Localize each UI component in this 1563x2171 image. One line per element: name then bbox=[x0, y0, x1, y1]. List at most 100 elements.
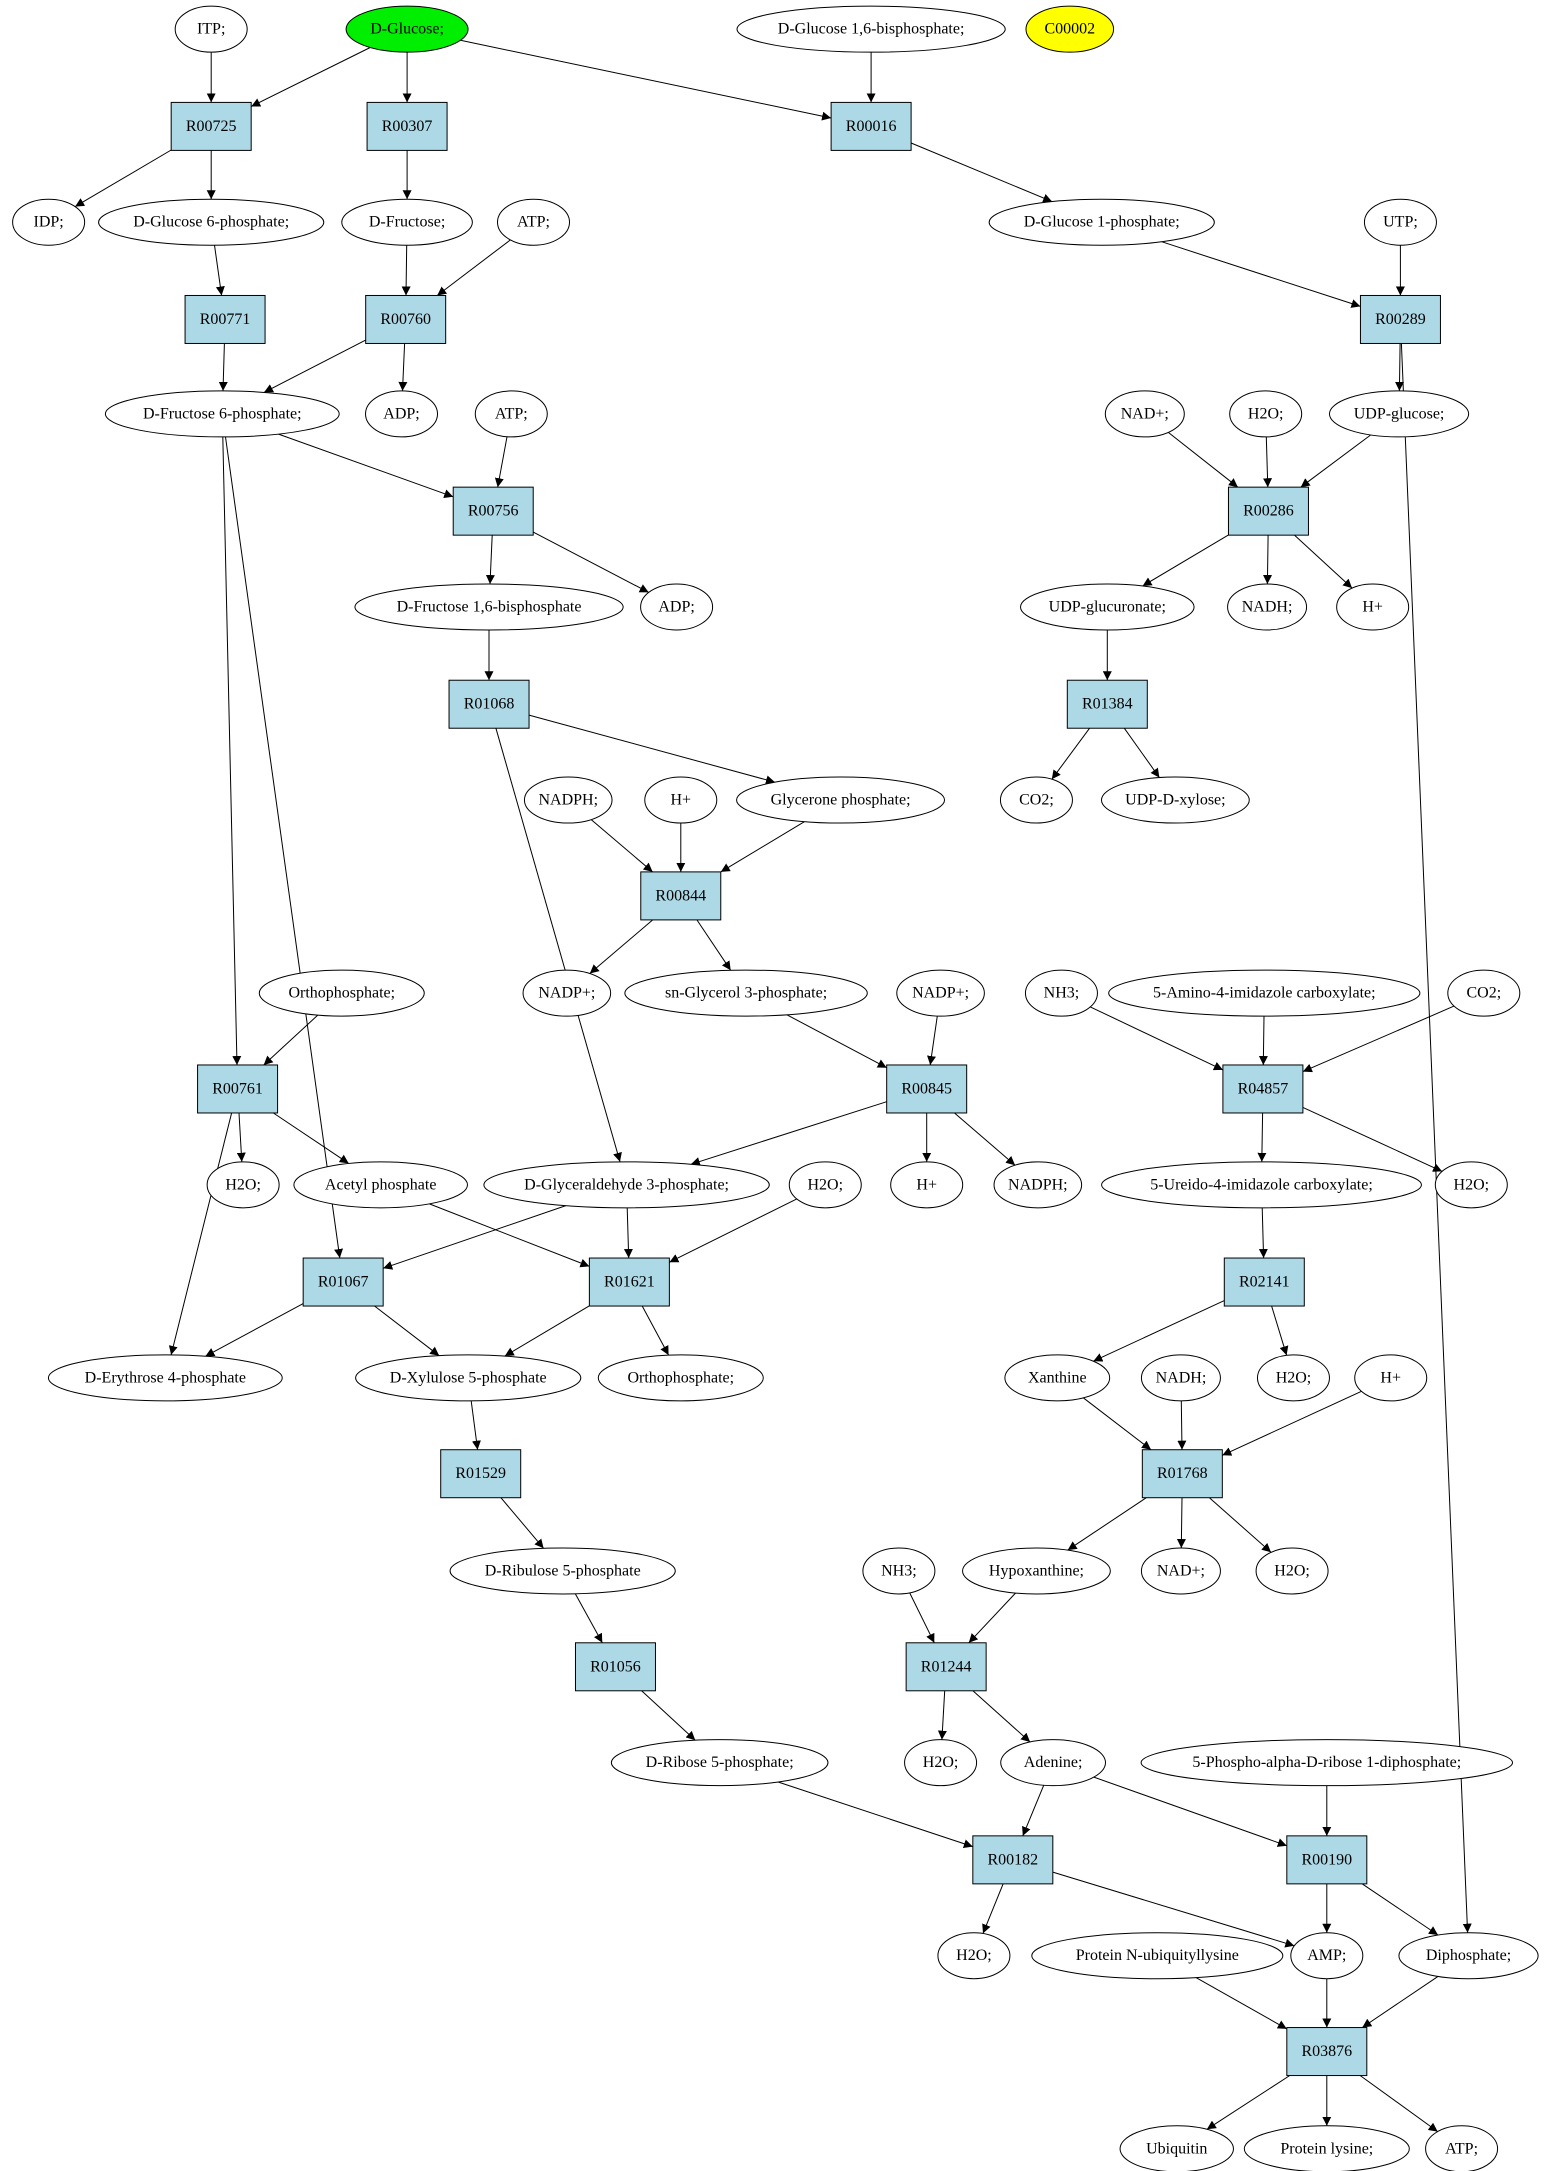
compound-orthop1-shape bbox=[258, 969, 425, 1017]
compound-dx5p-label: D-Xylulose 5-phosphate bbox=[390, 1369, 547, 1386]
compound-udpglucose-node: UDP-glucose; bbox=[1328, 390, 1470, 438]
compound-co2-2-node: CO2; bbox=[1447, 969, 1521, 1017]
compound-nh3-2-label: NH3; bbox=[881, 1562, 917, 1579]
compound-h2o5-shape bbox=[1256, 1354, 1330, 1402]
reaction-r00760-shape bbox=[365, 294, 447, 344]
compound-prpp-label: 5-Phospho-alpha-D-ribose 1-diphosphate; bbox=[1192, 1754, 1461, 1771]
compound-df16bp-shape bbox=[354, 583, 624, 631]
compound-dg16bp-shape bbox=[736, 5, 1006, 53]
compound-nadh1-shape bbox=[1227, 583, 1308, 631]
edge-R00760-to-df6p bbox=[263, 339, 366, 393]
edge-protnubl-to-R03876 bbox=[1195, 1977, 1288, 2030]
compound-atp3-shape bbox=[1425, 2125, 1499, 2171]
compound-orthop1-node: Orthophosphate; bbox=[258, 969, 425, 1017]
compound-ubiquitin-label: Ubiquitin bbox=[1146, 2140, 1207, 2157]
compound-amp-shape bbox=[1290, 1932, 1364, 1980]
compound-hypoxanthine-shape bbox=[962, 1547, 1111, 1595]
compound-acetylp-label: Acetyl phosphate bbox=[325, 1176, 437, 1193]
compound-nadph1-node: NADPH; bbox=[523, 776, 613, 824]
reaction-r01067-node: R01067 bbox=[302, 1257, 384, 1307]
compound-h2o8-label: H2O; bbox=[956, 1947, 992, 1964]
compound-h2o3-node: H2O; bbox=[788, 1161, 862, 1209]
compound-nadh2-node: NADH; bbox=[1140, 1354, 1221, 1402]
compound-adenine-node: Adenine; bbox=[1000, 1739, 1107, 1787]
reaction-r00289-node: R00289 bbox=[1359, 294, 1441, 344]
edge-R00182-to-amp bbox=[1052, 1871, 1295, 1948]
compound-h2o3-shape bbox=[788, 1161, 862, 1209]
reaction-r00289-shape bbox=[1359, 294, 1441, 344]
compound-df16bp-label: D-Fructose 1,6-bisphosphate bbox=[397, 598, 582, 615]
edge-R00760-to-adp1 bbox=[398, 343, 408, 391]
compound-h2o8-shape bbox=[937, 1932, 1011, 1980]
edge-xanthine-to-R01768 bbox=[1082, 1397, 1152, 1451]
compound-h2o5-node: H2O; bbox=[1256, 1354, 1330, 1402]
edge-R04857-to-uica bbox=[1257, 1112, 1267, 1162]
reaction-r00761-label: R00761 bbox=[212, 1080, 263, 1097]
compound-nh3-2-shape bbox=[862, 1547, 936, 1595]
compound-diphosphate-label: Diphosphate; bbox=[1426, 1947, 1511, 1964]
edge-R01384-to-co2_1 bbox=[1051, 727, 1091, 780]
edge-R01244-to-adenine bbox=[972, 1690, 1031, 1743]
compound-aica-node: 5-Amino-4-imidazole carboxylate; bbox=[1108, 969, 1421, 1017]
compound-h2o8-node: H2O; bbox=[937, 1932, 1011, 1980]
compound-hypoxanthine-node: Hypoxanthine; bbox=[962, 1547, 1111, 1595]
compound-glyceronep-shape bbox=[736, 776, 946, 824]
reaction-r01067-label: R01067 bbox=[318, 1274, 369, 1291]
reaction-r03876-label: R03876 bbox=[1301, 2043, 1352, 2060]
compound-co2-1-shape bbox=[999, 776, 1073, 824]
compound-hplus3-label: H+ bbox=[916, 1176, 937, 1193]
edge-nadph1-to-R00844 bbox=[590, 819, 653, 873]
edge-R01068-to-glyceronep bbox=[528, 714, 776, 785]
compound-h2o7-shape bbox=[904, 1739, 978, 1787]
reaction-r01067-shape bbox=[302, 1257, 384, 1307]
edge-dfructose-to-R00760 bbox=[401, 245, 411, 296]
compound-prpp-node: 5-Phospho-alpha-D-ribose 1-diphosphate; bbox=[1140, 1739, 1514, 1787]
compound-utp-shape bbox=[1363, 198, 1437, 246]
compound-nadp-plus1-node: NAD+; bbox=[1104, 390, 1185, 438]
reaction-r01244-shape bbox=[905, 1642, 987, 1692]
compound-h2o2-shape bbox=[206, 1161, 280, 1209]
compound-dru5p-node: D-Ribulose 5-phosphate bbox=[449, 1547, 676, 1595]
compound-nadh2-shape bbox=[1140, 1354, 1221, 1402]
compound-hplus2-node: H+ bbox=[644, 776, 718, 824]
compound-protnubl-label: Protein N-ubiquityllysine bbox=[1076, 1947, 1239, 1964]
compound-nadh1-label: NADH; bbox=[1242, 598, 1293, 615]
edge-R01768-to-h2o6 bbox=[1209, 1497, 1272, 1553]
reaction-r01068-node: R01068 bbox=[448, 679, 530, 729]
edge-acetylp-to-R01621 bbox=[429, 1203, 590, 1268]
compound-hplus2-label: H+ bbox=[670, 792, 691, 809]
compound-diphosphate-shape bbox=[1398, 1932, 1539, 1980]
compound-adp2-node: ADP; bbox=[640, 583, 714, 631]
reaction-r00182-node: R00182 bbox=[972, 1835, 1054, 1885]
compound-nadpplus2-shape bbox=[896, 969, 985, 1017]
edge-R01068-to-dgap bbox=[495, 728, 622, 1162]
compound-co2-2-label: CO2; bbox=[1466, 985, 1501, 1002]
compound-diphosphate-node: Diphosphate; bbox=[1398, 1932, 1539, 1980]
compound-udpglucuronate-node: UDP-glucuronate; bbox=[1019, 583, 1195, 631]
reaction-r00760-node: R00760 bbox=[365, 294, 447, 344]
reaction-r00190-node: R00190 bbox=[1286, 1835, 1368, 1885]
reaction-r01244-label: R01244 bbox=[921, 1658, 972, 1675]
compound-dglucose-shape bbox=[345, 5, 469, 53]
compound-hplus3-shape bbox=[890, 1161, 964, 1209]
reaction-r01244-node: R01244 bbox=[905, 1642, 987, 1692]
compound-adenine-label: Adenine; bbox=[1024, 1754, 1083, 1771]
edge-co2_2-to-R04857 bbox=[1302, 1005, 1455, 1073]
reaction-r00286-label: R00286 bbox=[1243, 503, 1294, 520]
compound-nadpplus1-shape bbox=[522, 969, 612, 1017]
edge-R00182-to-h2o8 bbox=[982, 1883, 1004, 1934]
compound-hplus4-node: H+ bbox=[1354, 1354, 1428, 1402]
compound-atp1-node: ATP; bbox=[497, 198, 571, 246]
compound-idp-shape bbox=[12, 198, 86, 246]
reaction-r01384-node: R01384 bbox=[1066, 679, 1148, 729]
edge-dru5p-to-R01056 bbox=[574, 1593, 603, 1644]
edge-R02141-to-h2o5 bbox=[1271, 1305, 1289, 1356]
edge-udpglucose-to-R00286 bbox=[1300, 434, 1372, 488]
reaction-r01768-node: R01768 bbox=[1141, 1449, 1223, 1499]
edge-adenine-to-R00190 bbox=[1093, 1776, 1287, 1847]
compound-protnubl-shape bbox=[1031, 1932, 1284, 1980]
reaction-r00845-shape bbox=[886, 1064, 968, 1114]
compound-xanthine-node: Xanthine bbox=[1004, 1354, 1111, 1402]
edge-R04857-to-h2o4 bbox=[1302, 1106, 1443, 1172]
compound-nadpplus2-label: NADP+; bbox=[912, 985, 969, 1002]
